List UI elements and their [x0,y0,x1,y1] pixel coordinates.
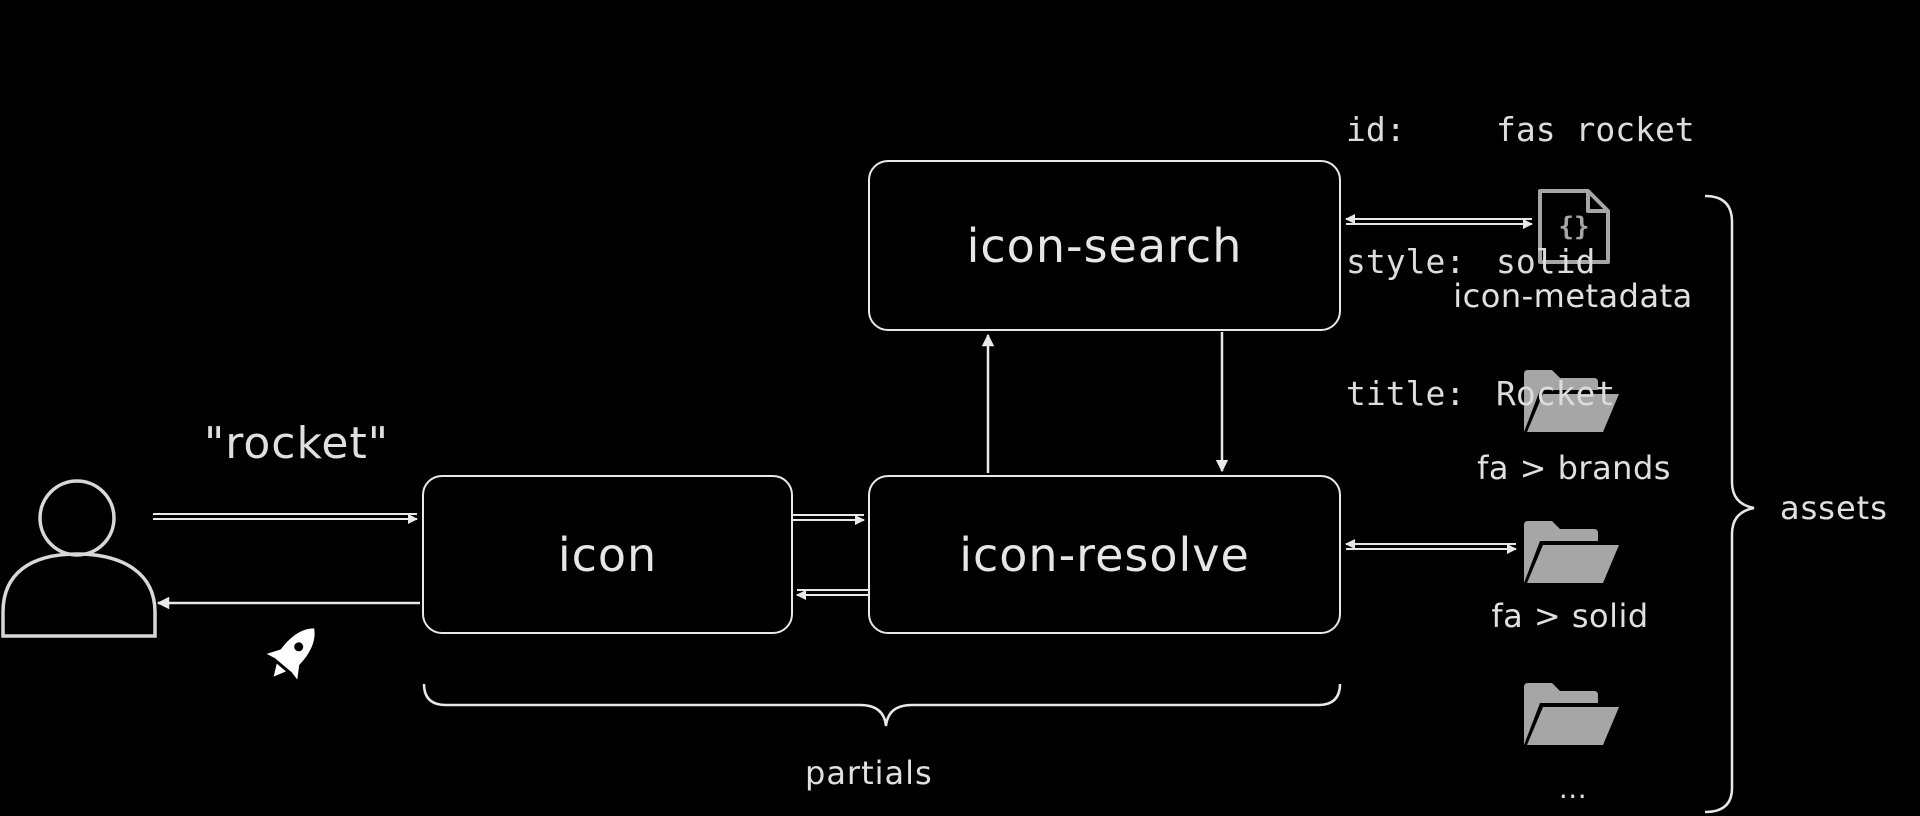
icon-node-label: icon [557,527,658,582]
rocket-icon [266,628,315,680]
arrow-resolve-to-icon [796,589,868,600]
solid-folder-label: fa > solid [1491,597,1649,635]
metadata-row: title: Rocket [1346,372,1695,416]
metadata-key: style: [1346,242,1466,281]
metadata-row: id: fas rocket [1346,108,1695,152]
metadata-record: id: fas rocket style: solid title: Rocket [1346,20,1695,504]
svg-text:{}: {} [1558,212,1589,242]
icon-metadata-label: icon-metadata [1453,277,1693,315]
folder-icon [1524,521,1619,583]
assets-label: assets [1780,489,1888,527]
arrow-search-metadata [1345,214,1533,229]
json-file-icon: {} [1538,189,1610,264]
arrow-resolve-folders [1345,539,1517,554]
icon-node: icon [422,475,793,634]
query-label: "rocket" [204,418,389,469]
metadata-row: style: solid [1346,240,1695,284]
more-folder-label: ... [1558,772,1588,805]
folder-icon [1524,683,1619,745]
icon-search-node: icon-search [868,160,1341,331]
brands-folder-label: fa > brands [1477,449,1671,487]
arrow-icon-to-resolve [793,514,865,525]
partials-label: partials [805,754,933,792]
metadata-value: Rocket [1496,374,1616,413]
arrow-user-to-icon [153,513,418,524]
metadata-value: solid [1496,242,1596,281]
partials-brace [422,683,1342,727]
icon-resolve-node-label: icon-resolve [959,527,1250,582]
assets-brace [1704,194,1755,814]
user-icon [1,479,157,638]
folder-icon [1524,370,1619,432]
icon-resolve-node: icon-resolve [868,475,1341,634]
icon-search-node-label: icon-search [966,218,1243,273]
metadata-key: id: [1346,110,1406,149]
metadata-value: fas rocket [1496,110,1695,149]
metadata-key: title: [1346,374,1466,413]
